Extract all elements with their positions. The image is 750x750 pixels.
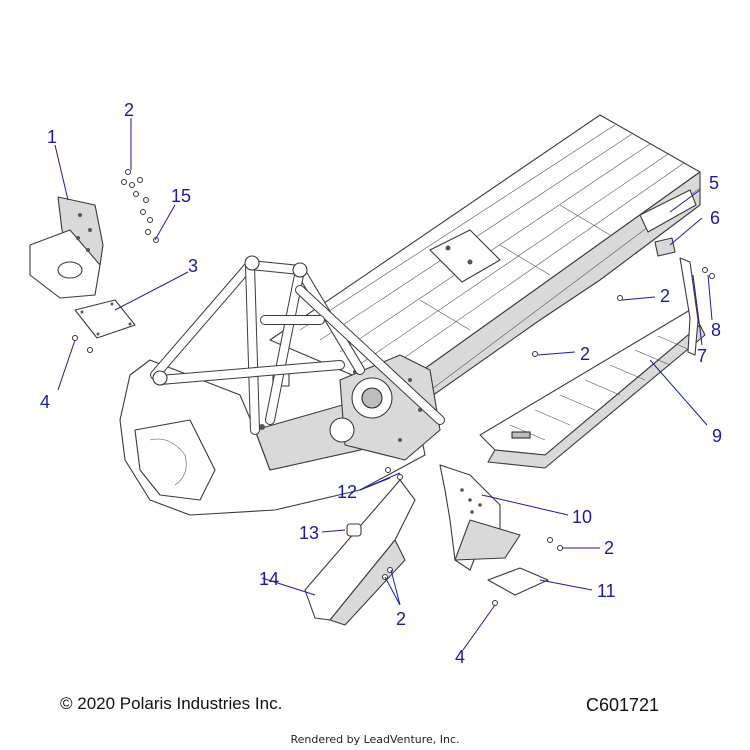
part-7-rail-bracket [679, 257, 699, 356]
callout-2[interactable]: 2 [660, 286, 670, 306]
leader-lines [54, 118, 713, 651]
callout-12[interactable]: 12 [337, 482, 357, 502]
callout-2[interactable]: 2 [580, 344, 590, 364]
callout-2[interactable]: 2 [604, 538, 614, 558]
tunnel-assembly [269, 114, 701, 411]
part-14-panel [304, 479, 416, 626]
callout-labels: 1 2 15 3 4 5 6 2 8 7 2 9 12 10 13 2 14 1… [40, 100, 722, 667]
part-10-bracket [439, 464, 521, 571]
callout-15[interactable]: 15 [171, 186, 191, 206]
tubular-frame [150, 255, 445, 435]
part-9-running-board [479, 309, 706, 469]
callout-3[interactable]: 3 [188, 256, 198, 276]
callout-11[interactable]: 11 [597, 581, 616, 601]
callout-14[interactable]: 14 [259, 569, 279, 589]
copyright-text: © 2020 Polaris Industries Inc. [60, 694, 283, 713]
callout-9[interactable]: 9 [712, 426, 722, 446]
fastener-cluster-top-left [72, 169, 159, 353]
callout-6[interactable]: 6 [710, 208, 720, 228]
callout-5[interactable]: 5 [709, 173, 719, 193]
part-11-plate [487, 567, 549, 596]
callout-8[interactable]: 8 [711, 320, 721, 340]
front-bulkhead [119, 354, 441, 516]
callout-2[interactable]: 2 [124, 100, 134, 120]
callout-13[interactable]: 13 [299, 523, 319, 543]
diagram-code: C601721 [586, 695, 660, 715]
callout-4[interactable]: 4 [455, 647, 465, 667]
part-3-plate [74, 299, 136, 339]
part-13-grommet [346, 523, 362, 537]
part-1-bracket [29, 196, 104, 299]
callout-10[interactable]: 10 [572, 507, 592, 527]
callout-7[interactable]: 7 [697, 346, 707, 366]
rendered-by-text: Rendered by LeadVenture, Inc. [290, 733, 460, 746]
part-8-fastener [702, 267, 715, 279]
part-6-block [654, 237, 676, 257]
callout-4[interactable]: 4 [40, 392, 50, 412]
callout-1[interactable]: 1 [47, 127, 57, 147]
callout-2[interactable]: 2 [396, 609, 406, 629]
